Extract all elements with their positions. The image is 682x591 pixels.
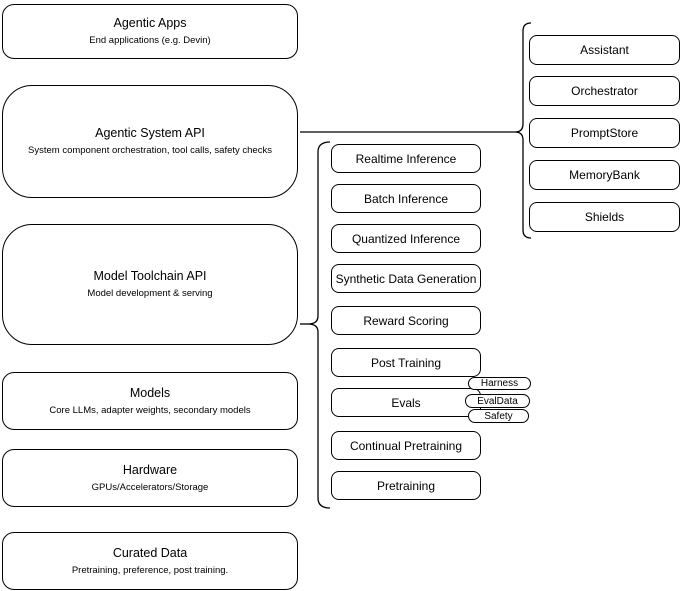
node-title: Agentic System API	[95, 126, 205, 140]
node-label: Continual Pretraining	[349, 438, 463, 453]
node-realtime-inference: Realtime Inference	[331, 144, 481, 173]
node-subtitle: GPUs/Accelerators/Storage	[91, 481, 209, 493]
node-reward-scoring: Reward Scoring	[331, 306, 481, 335]
node-model-toolchain-api: Model Toolchain API Model development & …	[2, 224, 298, 345]
node-eval-harness: Harness	[468, 377, 531, 390]
node-models: Models Core LLMs, adapter weights, secon…	[2, 372, 298, 430]
node-label: Batch Inference	[363, 191, 449, 206]
node-eval-safety: Safety	[468, 409, 529, 423]
node-memorybank: MemoryBank	[529, 160, 680, 190]
node-curated-data: Curated Data Pretraining, preference, po…	[2, 532, 298, 590]
node-label: Quantized Inference	[351, 231, 461, 246]
node-subtitle: Model development & serving	[87, 288, 213, 299]
node-batch-inference: Batch Inference	[331, 184, 481, 213]
node-subtitle: End applications (e.g. Devin)	[89, 35, 211, 46]
node-label: Pretraining	[376, 478, 436, 493]
node-hardware: Hardware GPUs/Accelerators/Storage	[2, 449, 298, 507]
node-subtitle: System component orchestration, tool cal…	[28, 145, 272, 156]
node-title: Curated Data	[112, 545, 188, 560]
node-shields: Shields	[529, 202, 680, 232]
node-agentic-system-api: Agentic System API System component orch…	[2, 85, 298, 198]
node-label: Shields	[584, 210, 625, 224]
node-label: Harness	[480, 378, 519, 389]
node-subtitle: Core LLMs, adapter weights, secondary mo…	[49, 404, 251, 416]
node-label: PromptStore	[570, 126, 639, 140]
node-agentic-apps: Agentic Apps End applications (e.g. Devi…	[2, 4, 298, 59]
node-label: Realtime Inference	[355, 151, 457, 166]
node-quantized-inference: Quantized Inference	[331, 224, 481, 253]
node-orchestrator: Orchestrator	[529, 76, 680, 106]
node-eval-evaldata: EvalData	[465, 394, 530, 408]
node-label: EvalData	[477, 395, 518, 407]
node-promptstore: PromptStore	[529, 118, 680, 148]
node-label: Post Training	[370, 355, 442, 370]
node-subtitle: Pretraining, preference, post training.	[71, 564, 229, 576]
node-post-training: Post Training	[331, 348, 481, 377]
node-label: Assistant	[580, 43, 629, 57]
node-evals: Evals	[331, 388, 481, 417]
node-synthetic-data-generation: Synthetic Data Generation	[331, 264, 481, 293]
node-title: Hardware	[122, 462, 178, 477]
toolchain-brace	[307, 141, 331, 509]
node-continual-pretraining: Continual Pretraining	[331, 431, 481, 460]
node-title: Agentic Apps	[113, 16, 187, 30]
node-label: Safety	[484, 410, 513, 422]
node-label: Reward Scoring	[363, 313, 449, 328]
node-title: Models	[129, 385, 171, 400]
node-pretraining: Pretraining	[331, 471, 481, 500]
node-label: Synthetic Data Generation	[335, 271, 477, 286]
node-label: MemoryBank	[569, 168, 640, 182]
node-assistant: Assistant	[529, 35, 680, 65]
node-title: Model Toolchain API	[93, 269, 207, 283]
node-label: Evals	[391, 395, 421, 410]
node-label: Orchestrator	[571, 84, 638, 98]
